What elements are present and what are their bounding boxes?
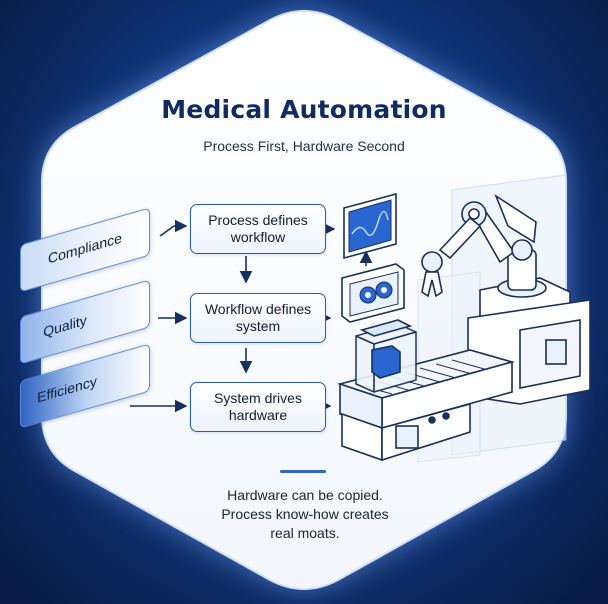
footer-caption: Hardware can be copied. Process know-how… [180, 486, 430, 543]
flow-step-workflow: Workflow defines system [190, 293, 326, 343]
footer-line: Process know-how creates [221, 506, 389, 522]
flow-step-process: Process defines workflow [190, 204, 326, 254]
arrow-pillar-to-step1 [159, 219, 188, 237]
divider [280, 470, 326, 473]
page-subtitle: Process First, Hardware Second [203, 138, 405, 154]
flow-step-label: Process defines workflow [208, 212, 308, 245]
control-panel-icon [341, 263, 405, 323]
flow-step-system: System drives hardware [190, 382, 326, 432]
conveyor-machine-icon [337, 299, 591, 462]
page-title: Medical Automation [161, 95, 447, 124]
flow-step-label: System drives hardware [214, 390, 302, 423]
footer-line: Hardware can be copied. [227, 487, 383, 503]
monitor-icon [343, 192, 397, 260]
flow-step-label: Workflow defines system [204, 301, 312, 334]
footer-line: real moats. [270, 525, 340, 541]
